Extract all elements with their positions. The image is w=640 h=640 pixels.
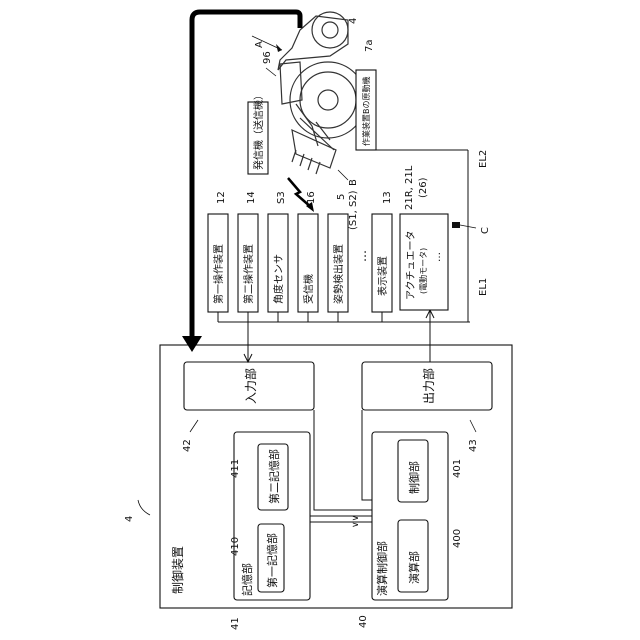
control-device-label: 制御装置 xyxy=(170,546,185,594)
signal-marks: ∨∨ xyxy=(351,515,361,528)
device-ref: 4 xyxy=(124,516,135,522)
input-device-1-ref: 12 xyxy=(216,191,227,204)
input-device-3-ref: S3 xyxy=(276,191,287,204)
input-section-ref: 42 xyxy=(182,439,193,452)
display-ref: 13 xyxy=(382,191,393,204)
input-device-4-ref: 16 xyxy=(306,191,317,204)
connector-c-label: C xyxy=(480,227,491,234)
memory-label: 記憶部 xyxy=(240,563,254,596)
device-leader xyxy=(138,500,150,515)
actuator-label: アクチュエータ xyxy=(405,231,417,301)
implement-ref: B xyxy=(348,179,359,186)
input-bus-ticks xyxy=(218,312,338,322)
tractor-rear-wheel-inner xyxy=(300,72,356,128)
input-device-4-label: 受信機 xyxy=(302,274,315,304)
transmitter-label: 発信機（送信機） xyxy=(252,90,265,170)
output-section-label: 出力部 xyxy=(421,368,436,404)
input-devices: 第一操作装置 12 第二操作装置 14 角度センサ S3 受信機 16 姿勢検出… xyxy=(208,190,369,322)
tractor-ref: 4 xyxy=(348,18,359,24)
input-device-5-subref: (S1, S2) xyxy=(348,190,359,230)
second-memory-label: 第二記憶部 xyxy=(267,449,281,504)
second-memory-ref: 411 xyxy=(230,459,241,478)
input-ellipsis: … xyxy=(355,250,369,262)
input-device-3-label: 角度センサ xyxy=(272,254,285,304)
input-section-label: 入力部 xyxy=(243,368,258,404)
bus-el2-label: EL2 xyxy=(478,150,489,168)
ctrl-ref: 401 xyxy=(452,459,463,478)
input-device-2-label: 第二操作装置 xyxy=(242,244,255,304)
actuator-ellipsis: … xyxy=(432,252,443,262)
tractor-front-hub xyxy=(322,22,338,38)
input-device-2-ref: 14 xyxy=(246,191,257,204)
first-memory-ref: 410 xyxy=(230,537,241,556)
input-device-5-ref: 5 xyxy=(336,194,347,200)
arithmetic-ref: 40 xyxy=(358,615,369,628)
calc-ref: 400 xyxy=(452,529,463,548)
actuator-subref: (26) xyxy=(418,177,429,198)
tractor-illustration xyxy=(278,12,366,174)
first-memory-label: 第一記憶部 xyxy=(265,533,279,588)
calc-label: 演算部 xyxy=(407,551,421,584)
transmitter-ref: 96 xyxy=(262,51,273,64)
input-device-1-label: 第一操作装置 xyxy=(212,244,225,304)
input-device-5-label: 姿勢検出装置 xyxy=(332,244,345,304)
implement-leader xyxy=(338,170,348,180)
memory-ref: 41 xyxy=(230,617,241,630)
display-label: 表示装置 xyxy=(376,256,389,296)
transmitter-leader xyxy=(266,68,276,76)
connector-c-mark xyxy=(452,222,460,228)
tractor-rear-hub xyxy=(318,90,338,110)
actuator-sublabel: (電動モータ) xyxy=(419,248,428,294)
tractor-cabin xyxy=(280,62,302,104)
output-section-ref: 43 xyxy=(468,439,479,452)
bus-el1-label: EL1 xyxy=(478,278,489,296)
ctrl-label: 制御部 xyxy=(407,461,421,494)
arithmetic-label: 演算制御部 xyxy=(375,541,389,596)
actuator-ref: 21R, 21L xyxy=(404,165,415,210)
machine-ref: A xyxy=(254,41,265,48)
work-motor-label: 作業装置Bの原動機 xyxy=(361,77,371,147)
work-motor-ref: 7a xyxy=(364,40,375,53)
